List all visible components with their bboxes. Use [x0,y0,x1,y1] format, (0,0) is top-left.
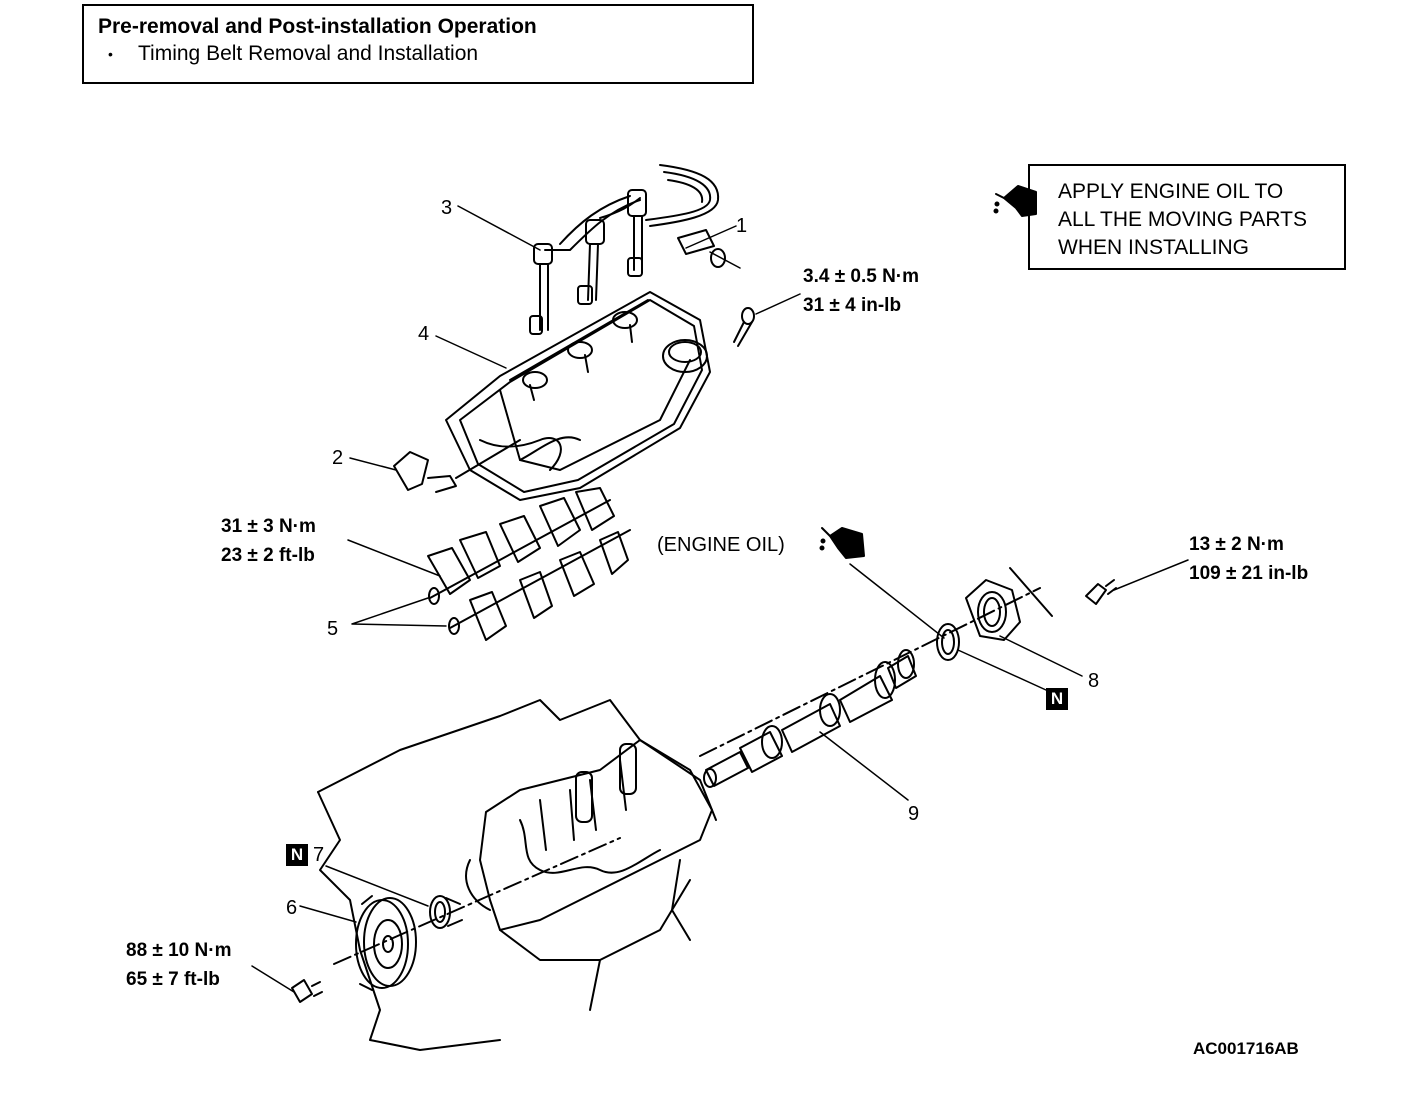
pre-removal-item: • Timing Belt Removal and Installation [108,40,738,68]
torque-thrust-in: 109 ± 21 in-lb [1189,563,1309,584]
torque-rocker-nm: 31 ± 3 N·m [221,516,316,537]
torque-rocker-shaft: 31 ± 3 N·m 23 ± 2 ft-lb [221,512,316,570]
part-1-grommet [677,229,726,268]
figure-id: AC001716AB [1193,1039,1299,1058]
callout-1: 1 [736,215,748,237]
cover-bolt [733,307,755,347]
engine-oil-label: (ENGINE OIL) [657,534,785,556]
torque-sprocket-ft: 65 ± 7 ft-lb [126,969,220,990]
part-8-thrust-case [965,567,1053,641]
callout-4: 4 [418,323,430,345]
pre-removal-item-text: Timing Belt Removal and Installation [138,42,479,65]
part-7-oil-seal [429,895,463,929]
torque-cover-bolt-in: 31 ± 4 in-lb [803,295,902,316]
pre-removal-title: Pre-removal and Post-installation Operat… [98,15,537,38]
oil-note-line-3: WHEN INSTALLING [1058,236,1249,259]
camshaft-axis-line [333,587,1041,965]
torque-thrust-case: 13 ± 2 N·m 109 ± 21 in-lb [1189,530,1308,588]
bullet: • [108,46,113,63]
oil-can-icon [993,185,1037,217]
engine-oil-can-icon [819,527,865,559]
oil-note-line-2: ALL THE MOVING PARTS [1058,208,1307,231]
cylinder-head [317,699,717,1051]
engine-oil-note-box: APPLY ENGINE OIL TO ALL THE MOVING PARTS… [1028,164,1346,270]
callout-9: 9 [908,803,920,825]
callout-8: 8 [1088,670,1100,692]
part-9-camshaft [703,649,917,788]
spark-plug-cables [529,164,720,335]
callout-6: 6 [286,897,298,919]
part-6-camshaft-sprocket [355,895,417,991]
callout-2: 2 [332,447,344,469]
pre-removal-box: Pre-removal and Post-installation Operat… [82,4,754,84]
n-mark-oil-seal: N [1046,688,1068,710]
torque-sprocket-bolt: 88 ± 10 N·m 65 ± 7 ft-lb [126,936,231,994]
torque-sprocket-nm: 88 ± 10 N·m [126,940,232,961]
torque-rocker-ft: 23 ± 2 ft-lb [221,545,315,566]
oil-seal-ring [936,623,960,661]
thrust-case-bolt [1085,579,1117,605]
torque-thrust-nm: 13 ± 2 N·m [1189,534,1284,555]
torque-cover-bolt: 3.4 ± 0.5 N·m 31 ± 4 in-lb [803,262,919,320]
callout-5: 5 [327,618,339,640]
torque-cover-bolt-nm: 3.4 ± 0.5 N·m [803,266,920,287]
part-5-rocker-arm-assembly [427,487,631,641]
callout-7: 7 [313,844,325,866]
leader-lines [251,205,1189,993]
n-mark-front-seal: N [286,844,308,866]
oil-note-line-1: APPLY ENGINE OIL TO [1058,180,1284,203]
sprocket-bolt [291,979,323,1003]
part-2-sensor [393,439,521,493]
part-4-rocker-cover [445,291,711,501]
callout-3: 3 [441,197,453,219]
